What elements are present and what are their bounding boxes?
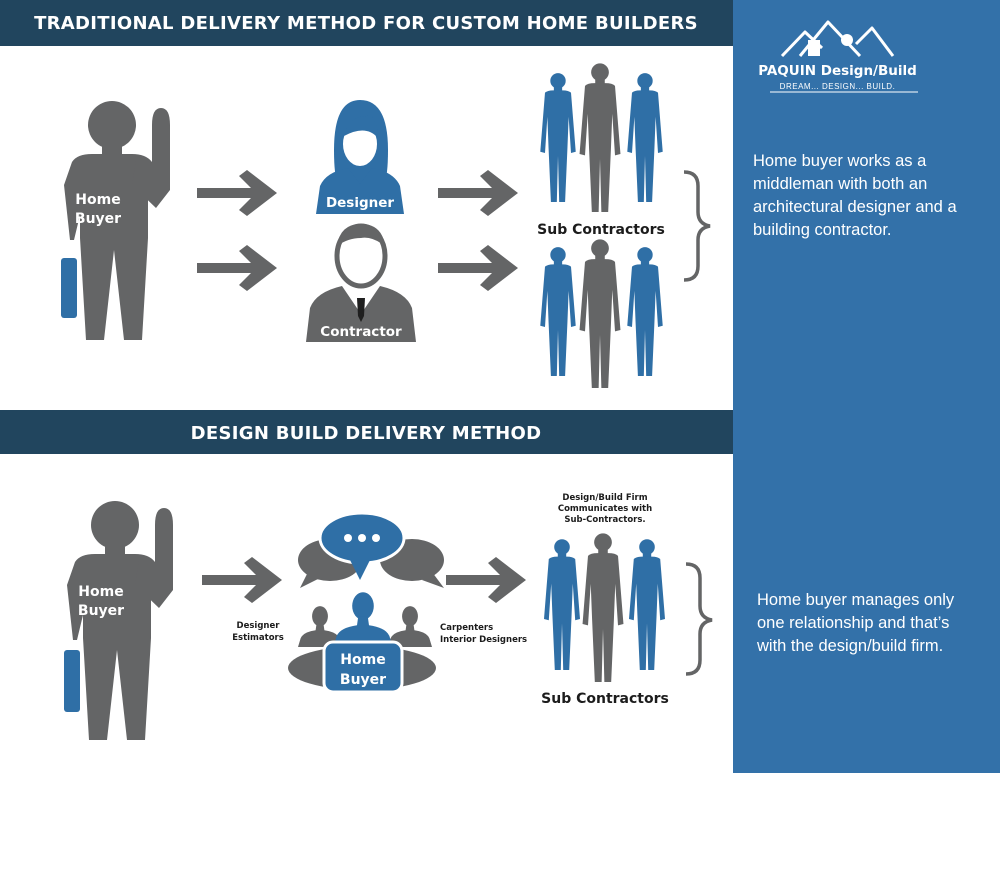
center-label-line1: Home [340, 652, 385, 668]
brand-name: PAQUIN Design/Build [758, 63, 917, 79]
description-panel [733, 0, 1000, 773]
left-note-line2: Estimators [232, 633, 284, 643]
contractor-label: Contractor [320, 324, 402, 340]
traditional-header [0, 0, 733, 46]
design-build-header [0, 410, 733, 454]
briefcase-icon-2 [64, 650, 80, 712]
brand-tagline: DREAM... DESIGN... BUILD. [779, 82, 896, 91]
brace-traditional-icon [683, 170, 711, 282]
arrow-to-subs-bottom-icon [438, 245, 518, 291]
briefcase-icon [61, 258, 77, 318]
center-label-line2: Buyer [340, 672, 386, 688]
home-buyer-figure-2 [64, 501, 173, 740]
buyer2-label-line2: Buyer [78, 603, 124, 619]
buyer-label-line1: Home [75, 192, 120, 208]
right-note-line2: Interior Designers [440, 635, 527, 645]
designer-label: Designer [326, 195, 394, 211]
arrow-to-firm-icon [202, 557, 282, 603]
design-build-title: DESIGN BUILD DELIVERY METHOD [191, 423, 542, 444]
left-note-line1: Designer [237, 621, 281, 631]
buyer-label-line2: Buyer [75, 211, 121, 227]
sub-contractors-group-top [540, 63, 663, 212]
home-buyer-figure [61, 101, 170, 340]
sub-contractors-label-top: Sub Contractors [537, 222, 665, 238]
arrow-to-subs-top-icon [438, 170, 518, 216]
contractor-icon [306, 223, 416, 342]
speech-bubbles-icon [298, 511, 444, 588]
firm-note-line3: Sub-Contractors. [564, 515, 645, 525]
right-note-line1: Carpenters [440, 623, 493, 633]
brace-design-build-icon [685, 562, 713, 676]
brand-logo-icon [770, 20, 918, 93]
arrow-to-subs-2-icon [446, 557, 526, 603]
arrow-to-designer-icon [197, 170, 277, 216]
designer-icon [316, 100, 404, 214]
center-buyer-badge [322, 640, 404, 694]
firm-note-line2: Communicates with [558, 504, 652, 514]
design-build-description: Home buyer manages only one relationship… [757, 591, 955, 655]
buyer2-label-line1: Home [78, 584, 123, 600]
sub-contractors-group-bottom [540, 239, 663, 388]
firm-note-line1: Design/Build Firm [562, 493, 647, 503]
sub-contractors-group-2 [544, 533, 665, 682]
design-build-team-icon [298, 592, 432, 648]
arrow-to-contractor-icon [197, 245, 277, 291]
sub-contractors-label-2: Sub Contractors [541, 691, 669, 707]
traditional-title: TRADITIONAL DELIVERY METHOD FOR CUSTOM H… [34, 13, 698, 34]
traditional-description: Home buyer works as a middleman with bot… [753, 152, 957, 239]
